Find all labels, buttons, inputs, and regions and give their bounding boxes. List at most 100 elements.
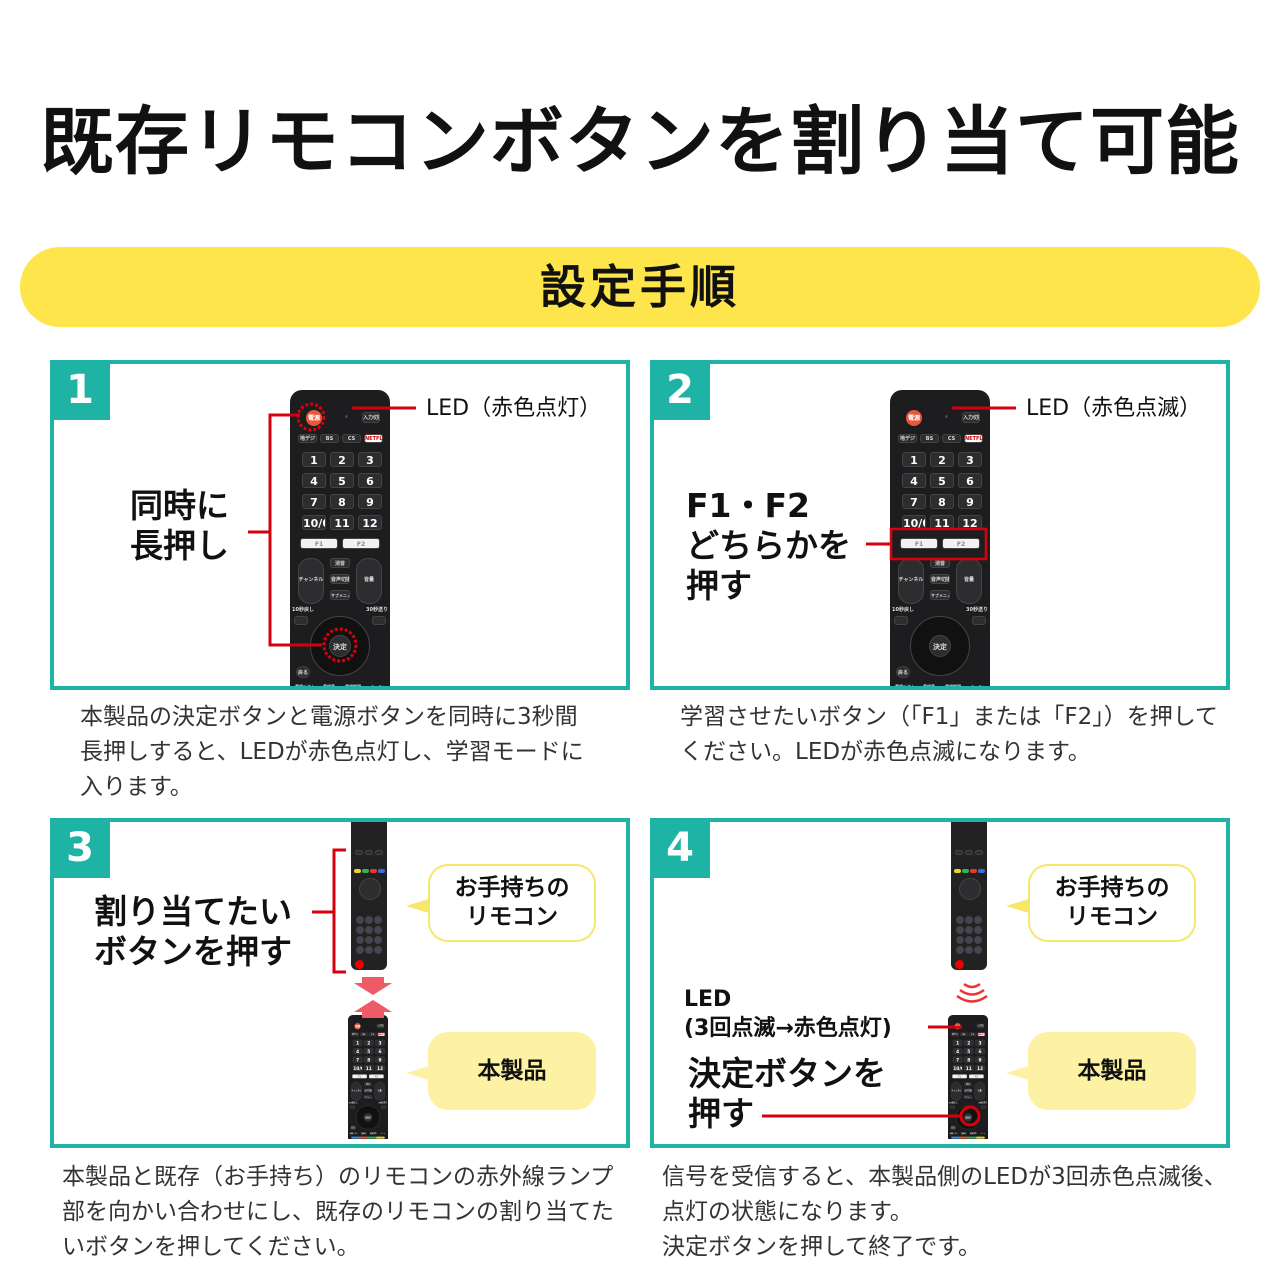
led-indicator — [945, 415, 948, 418]
step-3-panel: 3 割り当てたい ボタンを押す 電源入力切換地デジBSCSNETFLIX1234… — [50, 818, 630, 1148]
channel-label: チャンネル — [351, 1089, 362, 1093]
channel-rocker — [351, 1082, 362, 1101]
top-button — [355, 850, 363, 855]
step-number: 1 — [54, 364, 110, 420]
product-remote: 電源入力切換地デジBSCSNETFLIX12345678910/01112F1F… — [290, 390, 390, 689]
input-button: 入力切換 — [962, 412, 980, 423]
bottom-button: 番組説明 — [945, 684, 961, 689]
number-button — [374, 946, 382, 954]
top-button — [375, 850, 383, 855]
f-key-button: F1 — [952, 1074, 968, 1079]
number-button: 6 — [975, 1048, 985, 1055]
bottom-button: 番組表 — [923, 684, 935, 689]
number-button: 8 — [964, 1056, 974, 1063]
number-button — [374, 916, 382, 924]
number-button: 9 — [975, 1056, 985, 1063]
page-title: 既存リモコンボタンを割り当て可能 — [40, 99, 1240, 185]
skip-forward-label: 30秒送り — [966, 607, 988, 613]
number-button: 8 — [930, 494, 954, 509]
bottom-button: 番組説明 — [970, 1132, 977, 1135]
number-button: 11 — [330, 515, 354, 530]
color-button — [370, 869, 377, 873]
power-button: 電源 — [306, 410, 322, 426]
submenu-button: サブメニュー — [330, 590, 350, 600]
skip-forward-label: 30秒送り — [366, 607, 388, 613]
broadcast-button: CS — [342, 434, 361, 443]
skip-back-label: 10秒戻し — [348, 1101, 358, 1105]
number-button: 12 — [358, 515, 382, 530]
step-number: 2 — [654, 364, 710, 420]
number-button: 3 — [958, 452, 982, 467]
audio-button: 音声切換 — [330, 574, 350, 584]
dpad — [359, 878, 381, 900]
mute-button: 消音 — [930, 558, 950, 568]
number-button: 3 — [358, 452, 382, 467]
skip-back-label: 10秒戻し — [948, 1101, 958, 1105]
ok-button: 決定 — [963, 1113, 973, 1122]
mute-button: 消音 — [330, 558, 350, 568]
input-button: 入力切換 — [976, 1023, 984, 1029]
top-button — [365, 850, 373, 855]
bottom-button: 番組リスト — [950, 1132, 958, 1135]
channel-label: チャンネル — [898, 577, 924, 583]
number-button — [965, 936, 973, 944]
top-button — [965, 850, 973, 855]
f-key-button: F1 — [900, 538, 938, 549]
skip-back-button — [894, 616, 908, 625]
number-button: 5 — [364, 1048, 374, 1055]
number-button — [974, 936, 982, 944]
broadcast-button: CS — [968, 1032, 977, 1037]
product-remote: 電源入力切換地デジBSCSNETFLIX12345678910/01112F1F… — [348, 1015, 388, 1139]
step-number: 4 — [654, 822, 710, 878]
led-indicator — [345, 415, 348, 418]
skip-back-button — [949, 1105, 956, 1109]
color-keys — [351, 1136, 385, 1139]
volume-label: 音量 — [963, 577, 974, 583]
number-button — [356, 926, 364, 934]
input-button: 入力切換 — [362, 412, 380, 423]
bottom-button: 番組表 — [323, 684, 335, 689]
number-button — [374, 926, 382, 934]
number-button: 12 — [958, 515, 982, 530]
skip-forward-button — [372, 616, 386, 625]
number-button: 7 — [352, 1056, 363, 1063]
submenu-button: サブメニュー — [964, 1095, 972, 1099]
step-instruction: 決定ボタンを 押す — [688, 1054, 886, 1133]
back-button: 戻る — [296, 666, 310, 678]
skip-forward-button — [980, 1105, 987, 1109]
number-button: 12 — [975, 1065, 985, 1071]
bottom-button: 番組説明 — [345, 684, 361, 689]
skip-forward-label: 30秒送り — [978, 1101, 988, 1105]
broadcast-button: 地デジ — [951, 1032, 959, 1037]
audio-button: 音声切換 — [364, 1088, 372, 1093]
number-button — [965, 916, 973, 924]
led-label: LED（赤色点滅） — [1026, 396, 1202, 421]
submenu-button: サブメニュー — [364, 1095, 372, 1099]
number-button — [965, 926, 973, 934]
number-button: 11 — [364, 1065, 374, 1071]
number-button — [974, 926, 982, 934]
volume-label: 音量 — [377, 1089, 382, 1093]
number-button — [365, 936, 373, 944]
back-button: 戻る — [896, 666, 910, 678]
number-button: 7 — [302, 494, 326, 509]
bottom-button: シーン — [380, 1132, 386, 1135]
step-instruction: 同時に 長押し — [130, 486, 229, 565]
f-key-button: F2 — [968, 1074, 984, 1079]
ok-button: 決定 — [363, 1113, 373, 1122]
bottom-button: シーン — [971, 684, 983, 689]
product-remote: 電源入力切換地デジBSCSNETFLIX12345678910/01112F1F… — [890, 390, 990, 689]
number-button: 10/0 — [352, 1065, 363, 1071]
broadcast-button: CS — [942, 434, 961, 443]
number-button — [365, 946, 373, 954]
step-instruction: F1・F2 どちらかを 押す — [686, 486, 851, 605]
number-button: 4 — [352, 1048, 363, 1055]
bottom-button: シーン — [980, 1132, 986, 1135]
number-button: 8 — [330, 494, 354, 509]
number-button: 4 — [302, 473, 326, 488]
broadcast-button: BS — [360, 1032, 368, 1037]
broadcast-button: NETFLIX — [964, 434, 983, 443]
ok-button: 決定 — [929, 635, 951, 657]
bottom-button: 番組リスト — [350, 1132, 358, 1135]
number-button: 5 — [930, 473, 954, 488]
